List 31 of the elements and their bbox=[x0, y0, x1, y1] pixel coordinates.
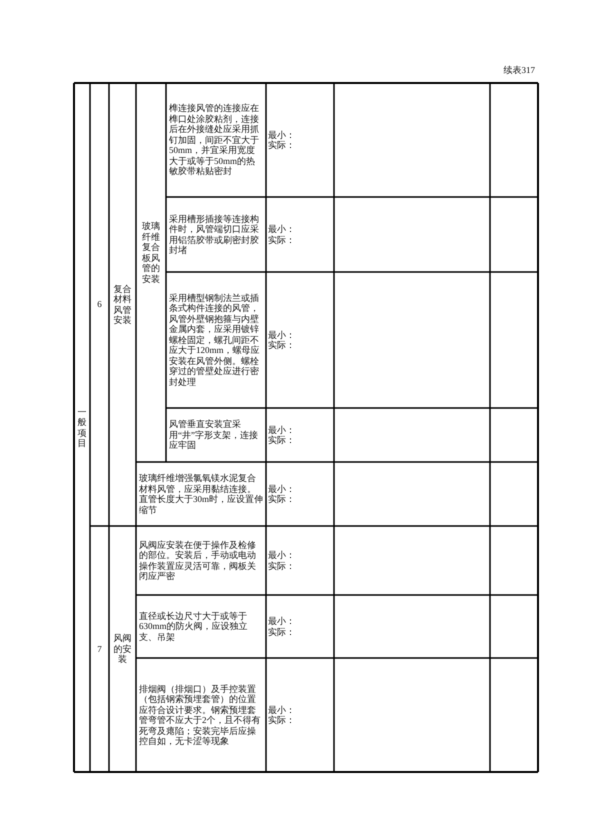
measure-label: 最小： bbox=[268, 224, 295, 234]
requirement-text: 风管垂直安装宜采用“井”字形支架，连接应牢固 bbox=[169, 419, 259, 451]
measure-label: 最小： bbox=[268, 484, 295, 494]
category-label: 玻璃纤维复合板风管的安装 bbox=[142, 221, 160, 284]
measure-label: 最小： bbox=[268, 424, 295, 434]
measure-label: 实际： bbox=[268, 715, 295, 726]
measure-label: 实际： bbox=[268, 626, 295, 637]
item-number: 6 bbox=[97, 299, 102, 310]
measure-label: 最小： bbox=[268, 330, 295, 340]
requirement-text: 直径或长边尺寸大于或等于630mm的防火阀，应设独立支、吊架 bbox=[139, 610, 249, 642]
requirement-text: 玻璃纤维增强氯氧镁水泥复合材料风管，应采用黏结连接。直管长度大于30m时，应设置伸缩节 bbox=[139, 473, 263, 515]
measure-label: 最小： bbox=[268, 704, 295, 714]
measure-label: 最小： bbox=[268, 130, 295, 140]
measure-label: 最小： bbox=[268, 616, 295, 626]
measure-label: 实际： bbox=[268, 234, 295, 245]
item-number: 7 bbox=[97, 644, 102, 654]
requirement-text: 采用槽形插接等连接构件时，风管端切口应采用铝箔胶带或刷密封胶封堵 bbox=[169, 214, 260, 256]
measure-label: 最小： bbox=[268, 550, 295, 560]
requirement-text: 排烟阀（排烟口）及手控装置（包括钢索预埋套管）的位置应符合设计要求。钢索预埋套管弯管不应大于2个，且不得有死弯及瘪陷；安装完毕后应操控自如，无卡涩等现象 bbox=[139, 684, 262, 746]
measure-label: 实际： bbox=[268, 340, 295, 350]
category-label: 复合材料风管安装 bbox=[113, 284, 132, 326]
measure-label: 实际： bbox=[268, 560, 295, 571]
measure-label: 实际： bbox=[268, 140, 295, 150]
page-label: 续表317 bbox=[504, 64, 535, 76]
category-label: 风阀的安装 bbox=[113, 633, 132, 665]
requirement-text: 榫连接风管的连接应在榫口处涂胶粘剂，连接后在外接缝处应采用抓钉加固，间距不宜大于50mm，并宜采用宽度大于或等于50mm的热敏胶带粘贴密封 bbox=[169, 103, 260, 177]
requirement-text: 风阀应安装在便于操作及检修的部位。安装后，手动或电动操作装置应灵活可靠，阀板关闭应严密 bbox=[139, 540, 257, 582]
category-label: 一般项目 bbox=[77, 406, 87, 448]
measure-label: 实际： bbox=[268, 494, 295, 504]
requirement-text: 采用槽型钢制法兰或插条式构件连接的风管，风管外壁钢抱箍与内壁金属内套，应采用镀锌螺栓固定，螺孔间距不应大于120mm，螺母应安装在风管外侧。螺栓穿过的管壁处应进行密封处理 bbox=[169, 292, 261, 388]
measure-label: 实际： bbox=[268, 435, 295, 446]
